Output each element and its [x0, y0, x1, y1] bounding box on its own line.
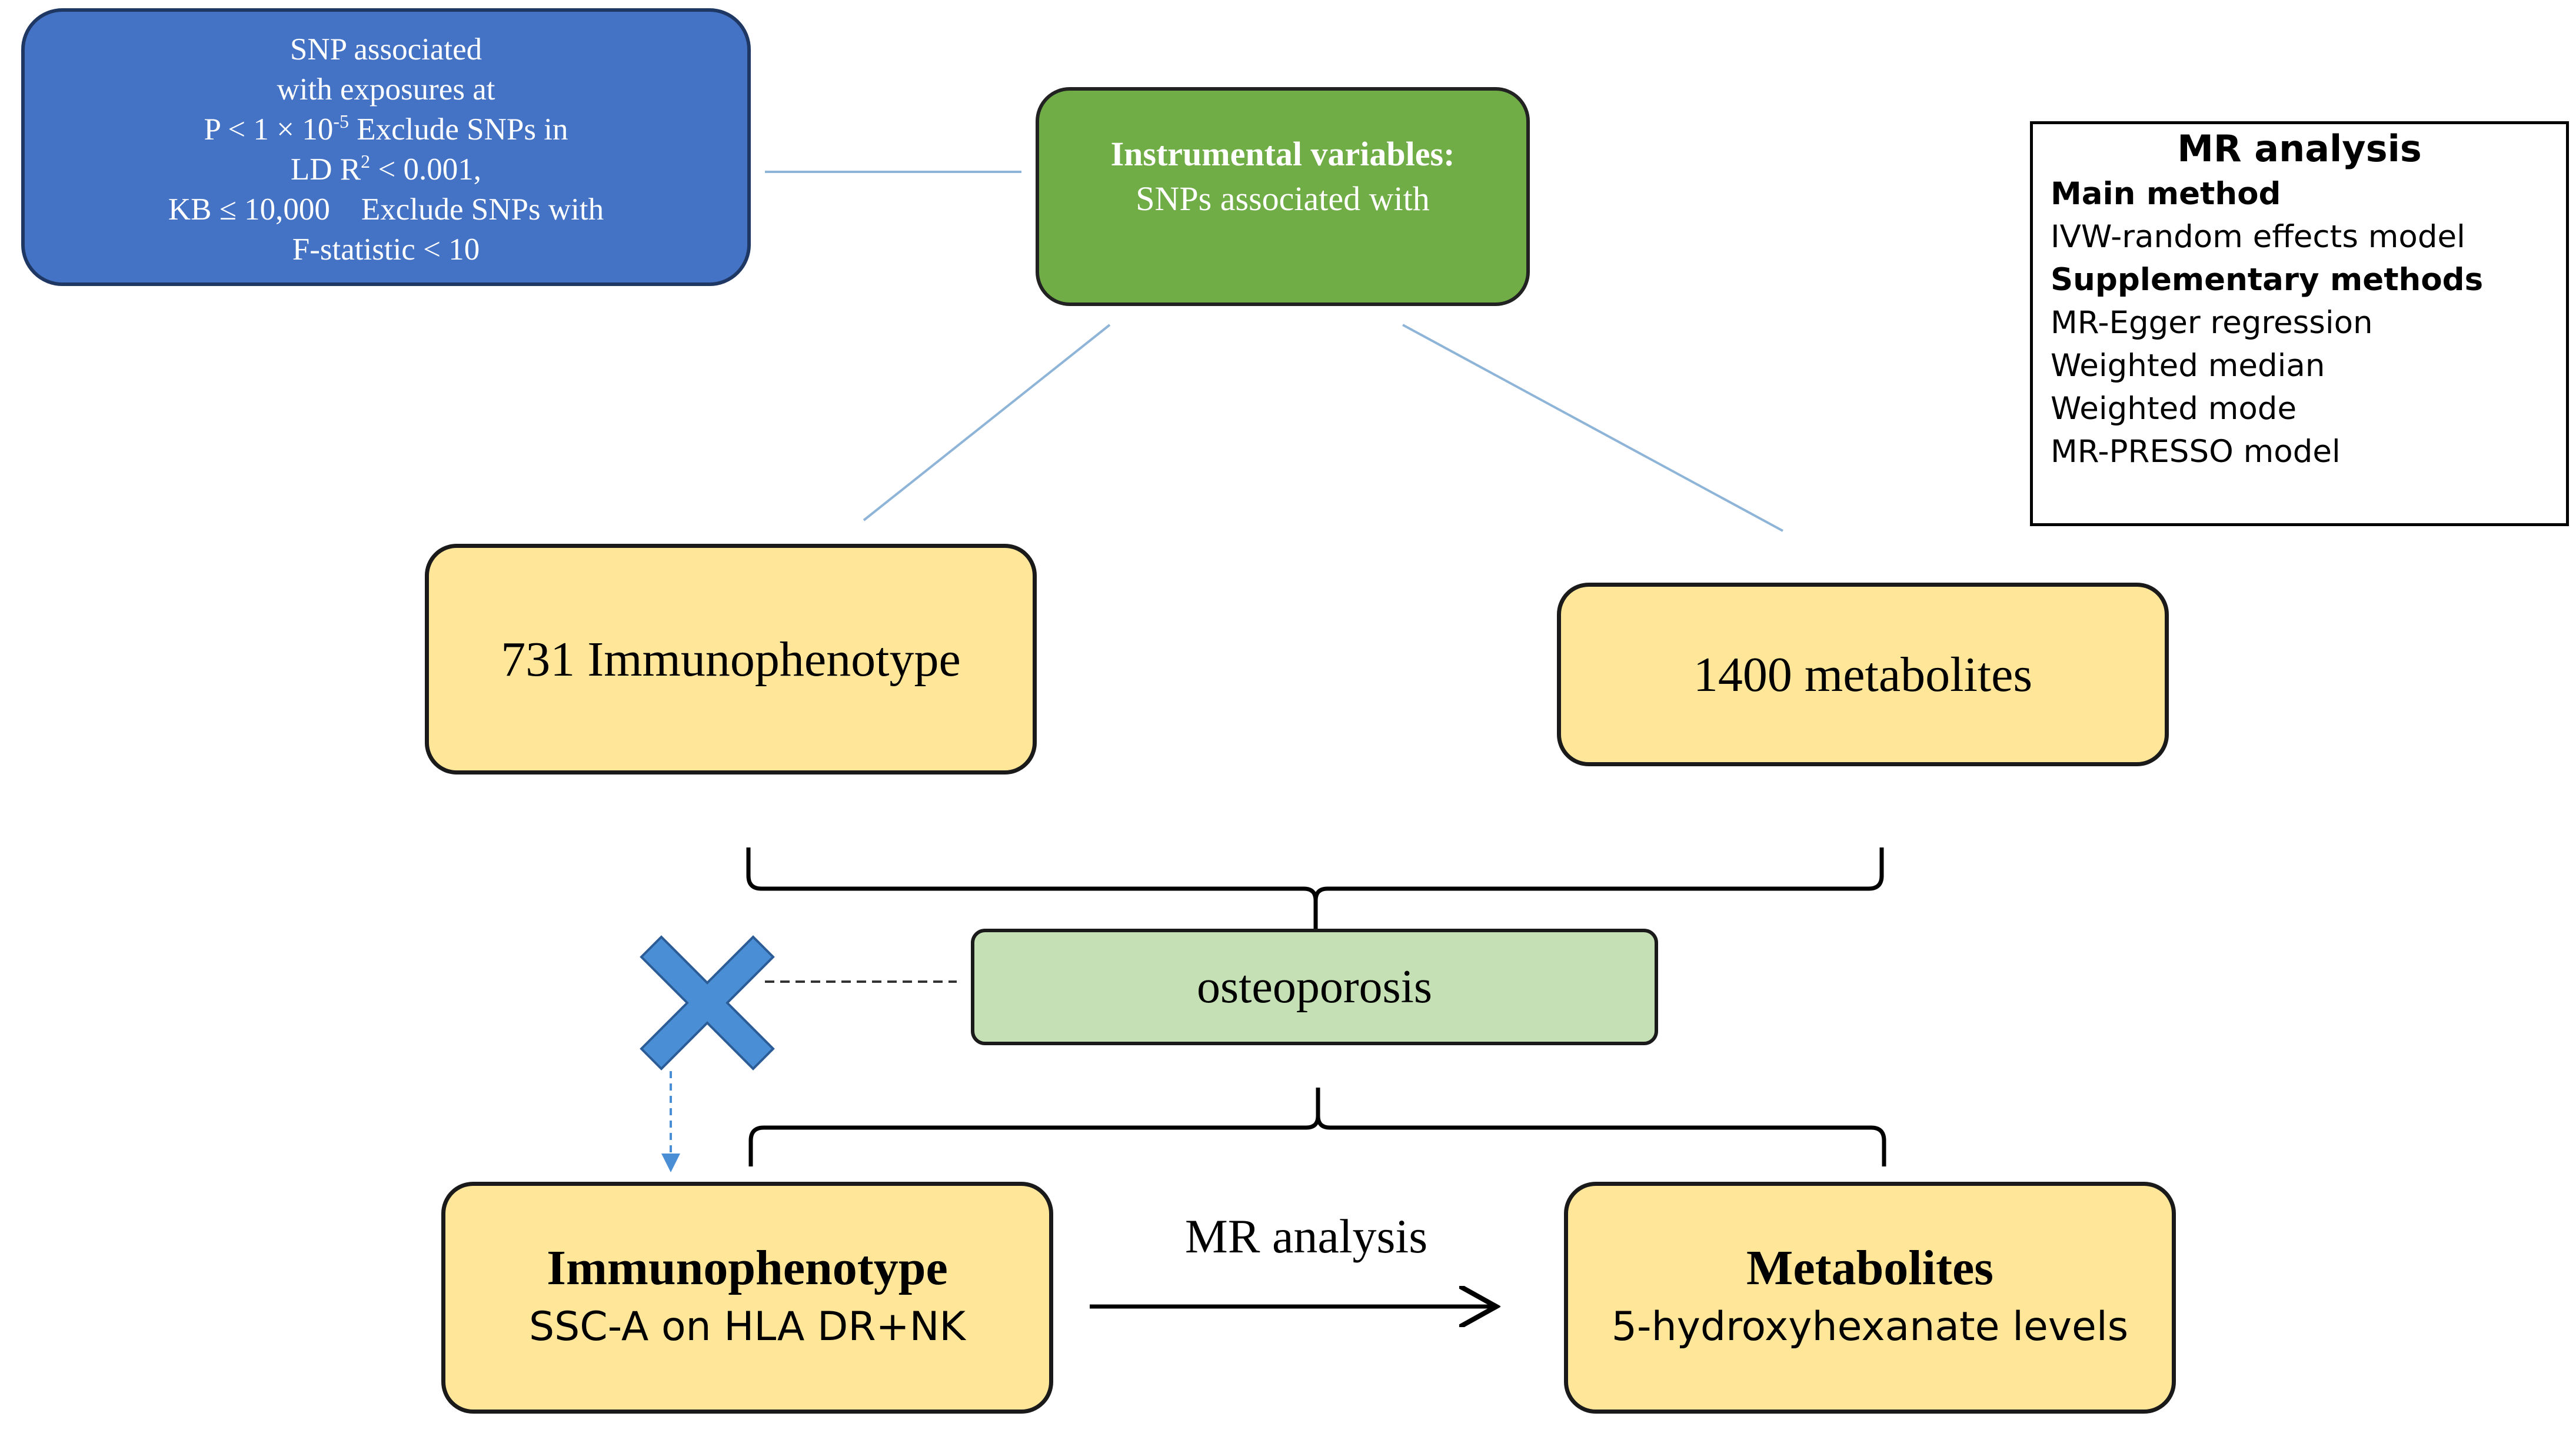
supplementary-method-item: MR-PRESSO model [2051, 434, 2341, 470]
immunophenotype-result-title: Immunophenotype [547, 1241, 948, 1295]
immunophenotype-exposure-box: 731 Immunophenotype [425, 544, 1037, 774]
main-method-item: IVW-random effects model [2051, 219, 2465, 255]
criteria-line-1: SNP associated [289, 32, 482, 67]
criteria-pvalue-exponent: -5 [333, 111, 349, 132]
mr-panel-title: MR analysis [2177, 127, 2422, 170]
mr-arrow-label: MR analysis [1184, 1209, 1428, 1263]
iv-to-immuno-line [863, 324, 1111, 521]
main-method-heading: Main method [2051, 176, 2281, 212]
metabolites-result-subtitle: 5-hydroxyhexanate levels [1611, 1304, 2129, 1350]
criteria-line-3: P < 1 × 10-5 Exclude SNPs in [204, 109, 568, 149]
metabolites-result-box: Metabolites 5-hydroxyhexanate levels [1564, 1182, 2176, 1414]
iv-to-metab-line [1402, 324, 1783, 532]
osteoporosis-outcome-box: osteoporosis [971, 929, 1658, 1045]
criteria-line-5: KB ≤ 10,000 Exclude SNPs with [168, 192, 604, 227]
supplementary-method-item: Weighted median [2051, 348, 2325, 384]
osteoporosis-label: osteoporosis [1197, 960, 1432, 1013]
upper-brace [746, 847, 1884, 929]
lower-brace [748, 1088, 1886, 1166]
criteria-ld-threshold: < 0.001, [370, 152, 482, 187]
criteria-exclude-ld: Exclude SNPs in [348, 112, 568, 147]
metabolites-exposure-label: 1400 metabolites [1693, 647, 2033, 702]
immunophenotype-result-subtitle: SSC-A on HLA DR+NK [528, 1304, 966, 1350]
immunophenotype-result-box: Immunophenotype SSC-A on HLA DR+NK [441, 1182, 1053, 1414]
cross-icon [640, 935, 775, 1071]
instrument-title: Instrumental variables: [1110, 135, 1455, 173]
supplementary-method-item: MR-Egger regression [2051, 305, 2373, 341]
metabolites-result-title: Metabolites [1746, 1241, 1993, 1295]
criteria-ld-exponent: 2 [361, 151, 371, 172]
criteria-pvalue: P < 1 × 10 [204, 112, 334, 147]
instrumental-variables-box: Instrumental variables: SNPs associated … [1036, 87, 1530, 306]
criteria-line-2: with exposures at [277, 72, 495, 107]
criteria-line-4: LD R2 < 0.001, [291, 149, 481, 190]
metabolites-exposure-box: 1400 metabolites [1557, 583, 2169, 766]
mr-analysis-panel: MR analysis Main method IVW-random effec… [2030, 121, 2569, 526]
instrument-subtitle: SNPs associated with [1136, 180, 1430, 218]
criteria-ld-r: LD R [290, 152, 361, 187]
snp-criteria-box: SNP associated with exposures at P < 1 ×… [21, 8, 751, 286]
criteria-line-6: F-statistic < 10 [292, 232, 480, 267]
supplementary-method-item: Weighted mode [2051, 391, 2297, 427]
immunophenotype-exposure-label: 731 Immunophenotype [501, 631, 961, 687]
supplementary-methods-heading: Supplementary methods [2051, 262, 2484, 298]
